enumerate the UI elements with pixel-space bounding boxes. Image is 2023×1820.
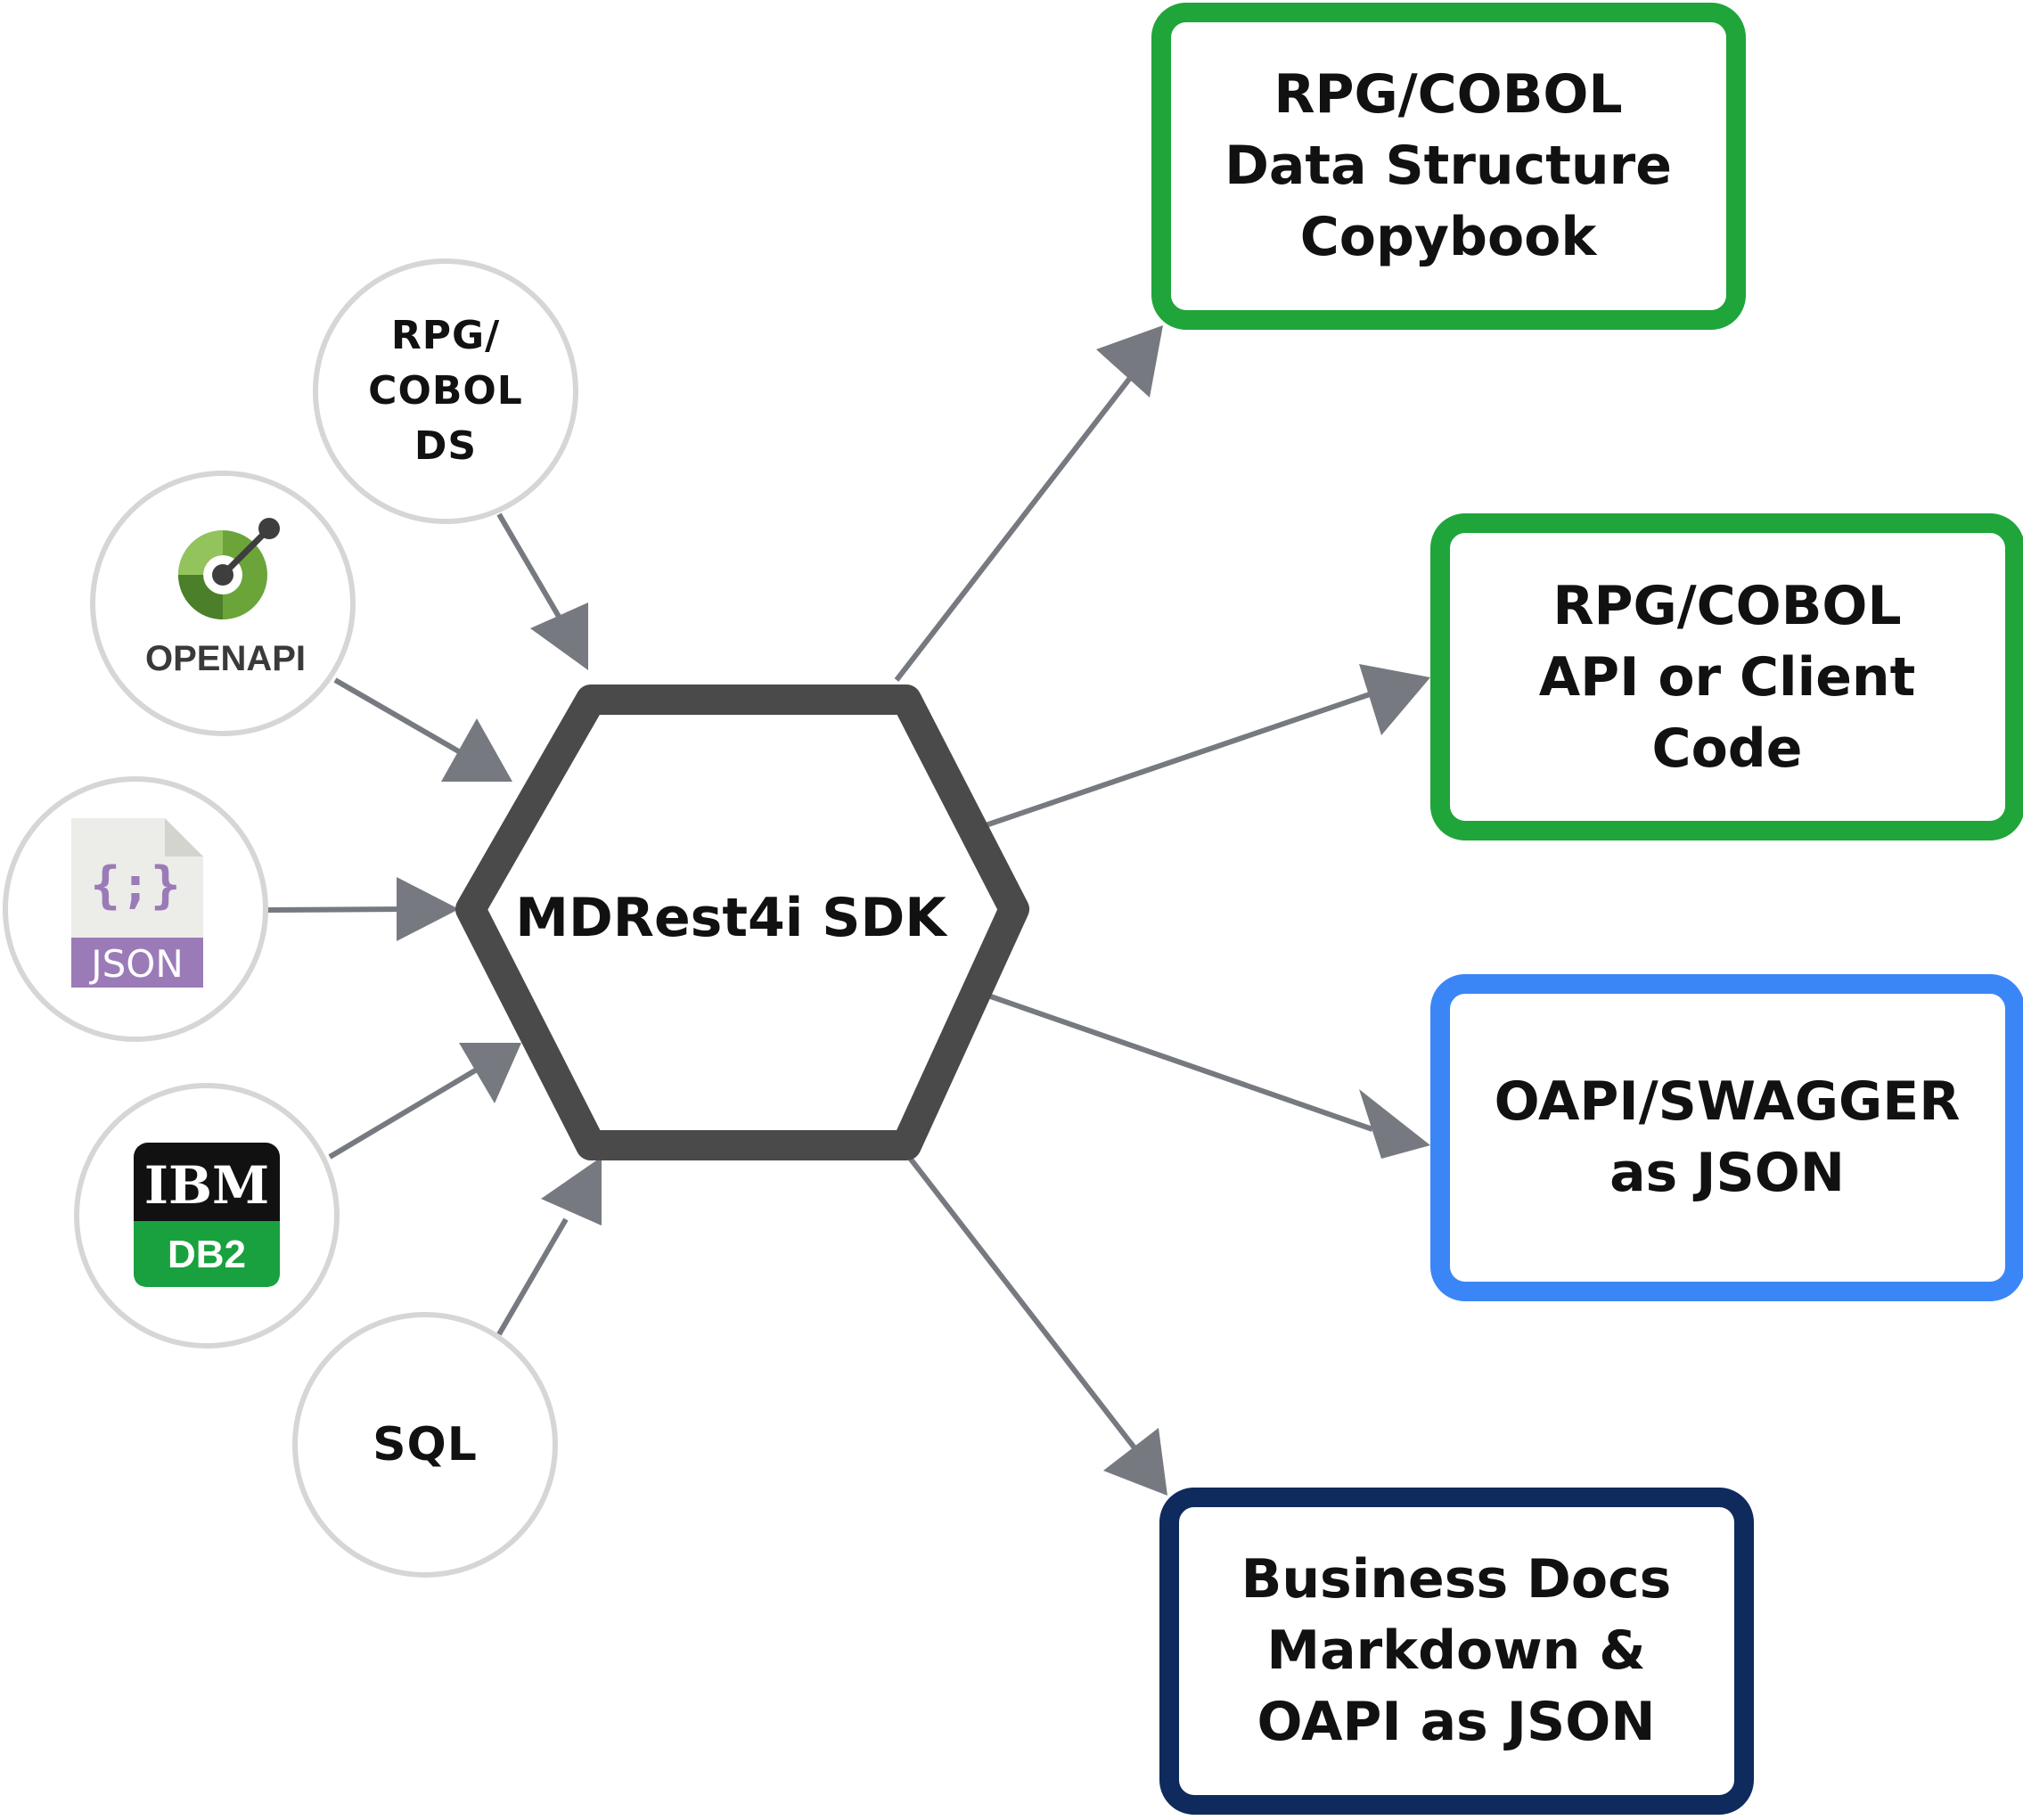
output-label-business-docs: Business Docs Markdown & OAPI as JSON (1241, 1548, 1672, 1753)
output-box-copybook (1151, 3, 1746, 330)
arrowhead (1096, 325, 1163, 398)
arrow-openapi-to-hub (333, 677, 470, 759)
arrow-rpg-ds-to-hub (496, 512, 567, 627)
output-boxes (1151, 3, 2023, 1815)
arrow-sql-to-hub (496, 1217, 569, 1336)
output-box-business-docs (1159, 1488, 1754, 1815)
arrow-db2-to-hub (328, 1067, 479, 1160)
output-box-swagger (1430, 974, 2023, 1301)
arrowhead (441, 718, 512, 782)
arrow-hub-to-client-code (982, 691, 1373, 829)
arrowhead (1359, 664, 1430, 735)
hub-label: MDRest4i SDK (515, 887, 946, 949)
ibm-logo-text: IBM (144, 1155, 269, 1216)
input-circle-rpg-ds (313, 258, 578, 524)
input-arrows (266, 512, 602, 1336)
arrowhead (1359, 1089, 1430, 1159)
ibm-db2-logo (134, 1143, 280, 1287)
output-label-swagger: OAPI/SWAGGER as JSON (1494, 1070, 1961, 1204)
input-circle-sql (292, 1312, 558, 1578)
input-label-rpg-ds: RPG/ COBOL DS (368, 313, 523, 469)
output-label-copybook: RPG/COBOL Data Structure Copybook (1224, 63, 1672, 268)
arrowhead (459, 1043, 521, 1103)
hub-hexagon (455, 685, 1029, 1160)
output-box-client-code (1430, 513, 2023, 840)
arrow-json-to-hub (266, 906, 406, 913)
arrowhead (397, 877, 459, 941)
db2-logo-text: DB2 (168, 1233, 246, 1276)
openapi-logo-text: OPENAPI (145, 639, 306, 678)
arrow-hub-to-business-docs (894, 1139, 1139, 1452)
input-label-sql: SQL (373, 1418, 478, 1472)
arrowhead (530, 603, 588, 670)
json-icon-text: JSON (88, 942, 184, 986)
openapi-logo (178, 518, 280, 619)
arrow-hub-to-swagger (982, 991, 1373, 1132)
output-arrows (894, 325, 1430, 1496)
json-glyph: {;} (90, 857, 180, 914)
arrow-hub-to-copybook (894, 368, 1139, 682)
arrowhead (1103, 1428, 1167, 1496)
json-file-icon (71, 818, 203, 988)
output-label-client-code: RPG/COBOL API or Client Code (1538, 575, 1916, 780)
arrowhead (541, 1157, 602, 1226)
